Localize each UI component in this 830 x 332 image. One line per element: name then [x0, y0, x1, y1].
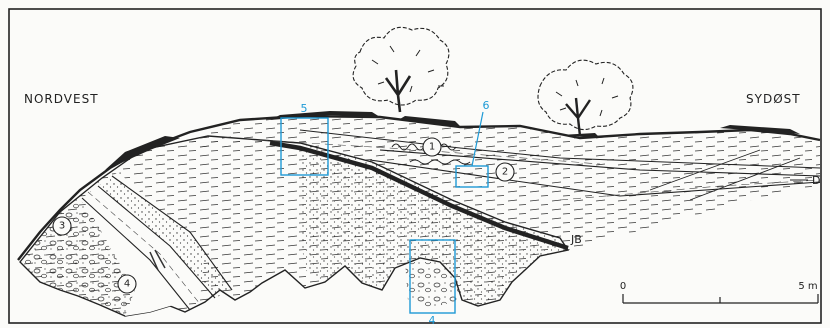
layer-marker-1: 1 — [423, 138, 441, 156]
layer-label-1: 1 — [429, 142, 435, 153]
detail-box-label-6: 6 — [483, 99, 490, 112]
scale-label-end: 5 m — [798, 281, 817, 292]
direction-label-right: SYDØST — [746, 92, 801, 106]
scale-label-start: 0 — [620, 281, 626, 292]
boundary-label-jb: JB — [570, 233, 582, 246]
layer-label-4: 4 — [124, 279, 130, 290]
tree-left — [353, 27, 449, 112]
layer-label-2: 2 — [502, 167, 508, 178]
layer-label-3: 3 — [59, 221, 65, 232]
layer-marker-4: 4 — [118, 275, 136, 293]
tree-right — [538, 60, 633, 136]
detail-box-label-5: 5 — [301, 102, 308, 115]
boundary-label-d: D — [812, 174, 820, 187]
layer-marker-2: 2 — [496, 163, 514, 181]
detail-box-label-4: 4 — [429, 314, 436, 327]
layer-marker-3: 3 — [53, 217, 71, 235]
direction-label-left: NORDVEST — [24, 92, 99, 106]
scale-bar: 0 5 m — [620, 281, 818, 303]
